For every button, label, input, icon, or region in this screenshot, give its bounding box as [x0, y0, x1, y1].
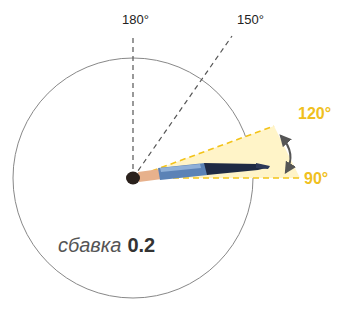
angle-label: 180° — [122, 13, 149, 26]
penalty-value: 0.2 — [127, 234, 155, 257]
line-150 — [133, 36, 232, 178]
angle-label: 120° — [298, 106, 331, 122]
angle-label: 150° — [237, 13, 264, 26]
angle-label: 90° — [304, 171, 328, 187]
penalty-word: сбавка — [58, 234, 121, 257]
line-180 — [132, 34, 133, 178]
range-arrow — [281, 136, 290, 172]
penalty-caption: сбавка 0.2 — [58, 234, 155, 257]
gymnast-figure — [126, 163, 270, 185]
